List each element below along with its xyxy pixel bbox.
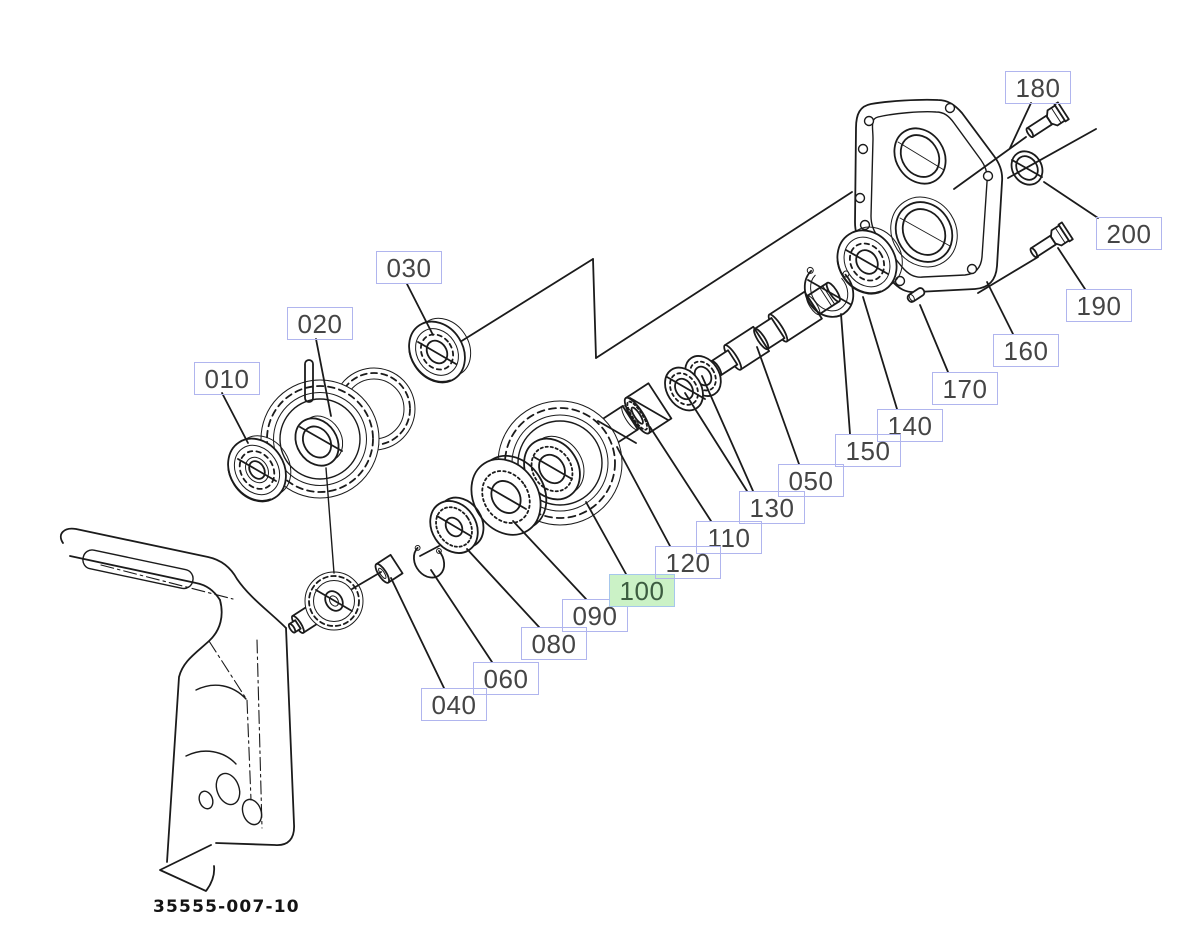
part-label-200[interactable]: 200	[1096, 217, 1162, 250]
snap-ring-060-drawing	[413, 544, 446, 579]
part-label-170[interactable]: 170	[932, 372, 998, 405]
part-label-160[interactable]: 160	[993, 334, 1059, 367]
part-label-050[interactable]: 050	[778, 464, 844, 497]
part-label-060[interactable]: 060	[473, 662, 539, 695]
part-label-030[interactable]: 030	[376, 251, 442, 284]
fastener-axis-lines	[953, 128, 1097, 294]
part-label-010[interactable]: 010	[194, 362, 260, 395]
housing-drawing	[59, 527, 295, 892]
leader-lines	[221, 102, 1099, 689]
part-label-190[interactable]: 190	[1066, 289, 1132, 322]
pin-170-drawing	[906, 287, 926, 303]
center-lines	[237, 159, 1043, 612]
part-label-130[interactable]: 130	[739, 491, 805, 524]
collar-040-drawing	[374, 553, 404, 584]
part-label-180[interactable]: 180	[1005, 71, 1071, 104]
cover-160-drawing	[854, 98, 1004, 294]
washers-130-drawing	[664, 355, 722, 412]
part-label-020[interactable]: 020	[287, 307, 353, 340]
part-label-040[interactable]: 040	[421, 688, 487, 721]
axis-break-line	[459, 191, 853, 359]
part-label-080[interactable]: 080	[521, 627, 587, 660]
drawing-number: 35555-007-10	[153, 897, 300, 917]
part-label-100[interactable]: 100	[609, 574, 675, 607]
snap-ring-150-drawing	[803, 266, 855, 318]
part-label-120[interactable]: 120	[655, 546, 721, 579]
part-label-150[interactable]: 150	[835, 434, 901, 467]
key-part	[304, 359, 314, 403]
